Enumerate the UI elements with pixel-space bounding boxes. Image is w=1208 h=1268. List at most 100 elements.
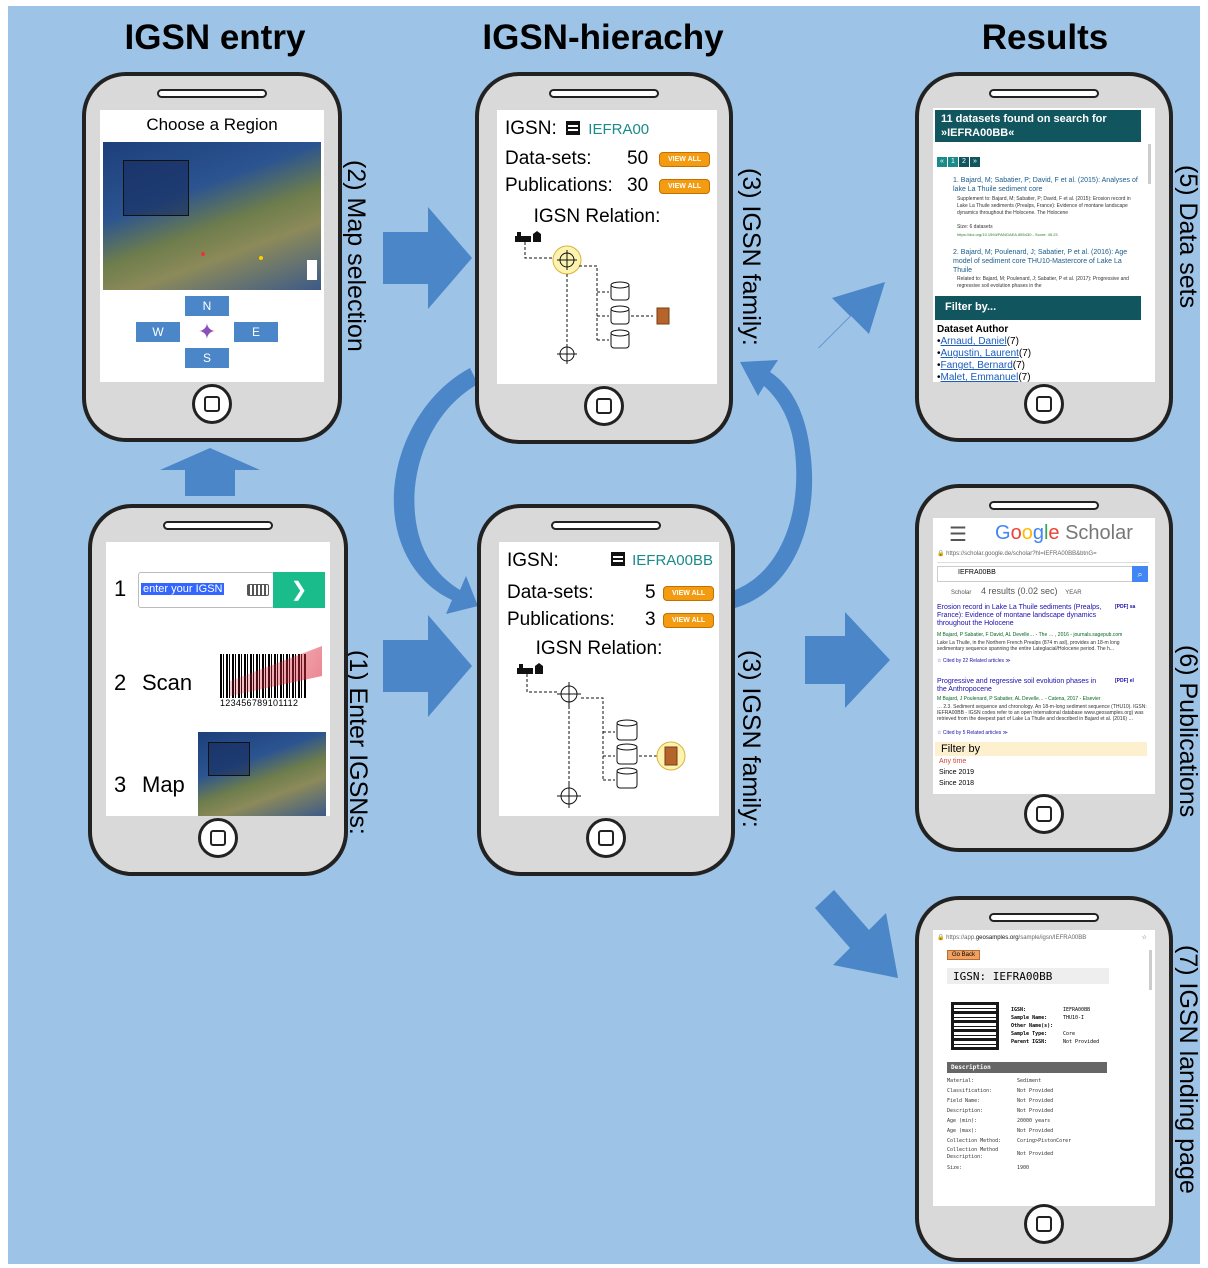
phone-speaker <box>989 913 1099 922</box>
desc-row: Classification:Not Provided <box>947 1086 1147 1096</box>
scrollbar[interactable] <box>1149 950 1152 990</box>
desc-value: Not Provided <box>1017 1088 1054 1094</box>
home-button[interactable] <box>192 384 232 424</box>
page-1[interactable]: 1 <box>948 157 958 167</box>
home-button[interactable] <box>584 386 624 426</box>
author-list: •Arnaud, Daniel(7) •Augustin, Laurent(7)… <box>937 336 1031 382</box>
filter-since-2019[interactable]: Since 2019 <box>939 769 975 776</box>
year-filter[interactable]: YEAR <box>1065 590 1082 596</box>
phone-speaker <box>989 501 1099 510</box>
compass-west-button[interactable]: W <box>136 322 180 342</box>
result-1-cited[interactable]: ☆ Cited by 22 Related articles ≫ <box>937 658 1011 664</box>
datasets-count: 5 <box>645 582 656 603</box>
logo-letter-g: G <box>995 522 1011 544</box>
phone-map-selection: Choose a Region N W ✦ E S <box>82 72 342 442</box>
results-bar: Scholar 4 results (0.02 sec) YEAR <box>937 586 1147 596</box>
relation-tree <box>515 231 670 364</box>
result-2-cited[interactable]: ☆ Cited by 5 Related articles ≫ <box>937 730 1008 736</box>
go-button[interactable]: ❯ <box>273 572 325 608</box>
author-filter-item[interactable]: •Malet, Emmanuel(7) <box>937 372 1031 382</box>
phone-publications: ☰ Google Scholar 🔒 https://scholar.googl… <box>915 484 1173 852</box>
logo-letter-o: o <box>1010 522 1022 544</box>
region-map[interactable] <box>103 142 321 290</box>
scrollbar[interactable] <box>1148 144 1151 184</box>
filter-since-2018[interactable]: Since 2018 <box>939 780 975 787</box>
result-2-snippet: … 2.3. Sediment sequence and chronology.… <box>937 704 1147 722</box>
address-bar[interactable]: 🔒 https://scholar.google.de/scholar?hl=I… <box>937 550 1149 563</box>
author-name[interactable]: Arnaud, Daniel <box>940 336 1007 347</box>
result-2-title[interactable]: Progressive and regressive soil evolutio… <box>937 678 1097 693</box>
barcode-image[interactable]: 123456789101112 <box>220 646 322 708</box>
barcode-digits: 123456789101112 <box>220 698 299 708</box>
result-1-title[interactable]: Erosion record in Lake La Thuile sedimen… <box>937 604 1102 627</box>
core-sections-icon <box>616 719 638 789</box>
option-number-1: 1 <box>114 576 127 601</box>
author-name[interactable]: Augustin, Laurent <box>940 348 1019 359</box>
result-1-supplement: Supplement to: Bajard, M; Sabatier, P; D… <box>957 196 1131 216</box>
bookmark-icon[interactable]: ☆ <box>1141 935 1147 941</box>
map-title: Choose a Region <box>146 115 278 134</box>
author-filter-item[interactable]: •Augustin, Laurent(7) <box>937 348 1032 359</box>
page-prev[interactable]: « <box>937 157 947 167</box>
author-name[interactable]: Fanget, Bernard <box>940 360 1013 371</box>
home-button[interactable] <box>1024 384 1064 424</box>
sample-fields: IGSN:IEFRA00BB Sample Name:THU10-I Other… <box>1011 1006 1141 1046</box>
igsn-value[interactable]: IEFRA00BB <box>632 552 713 569</box>
author-filter-item[interactable]: •Fanget, Bernard(7) <box>937 360 1026 371</box>
datasets-view-all-button[interactable]: VIEW ALL <box>659 152 711 167</box>
page-next[interactable]: » <box>970 157 980 167</box>
menu-icon[interactable]: ☰ <box>949 524 967 546</box>
arrow-curve-up <box>735 360 813 608</box>
igsn-value[interactable]: IEFRA00 <box>588 121 650 138</box>
label-igsn-family-top: (3) IGSN family: <box>737 168 765 346</box>
compass-north-button[interactable]: N <box>185 296 229 316</box>
igsn-row: IGSN: IEFRA00 <box>505 118 649 140</box>
desc-key: Collection Method Description: <box>947 1147 999 1160</box>
subsample-icon <box>664 746 678 766</box>
publications-view-all-button[interactable]: VIEW ALL <box>663 613 715 628</box>
author-count: (7) <box>1018 372 1031 382</box>
result-2-pdf[interactable]: [PDF] el <box>1115 678 1134 684</box>
search-box[interactable]: IEFRA00BB <box>937 566 1133 582</box>
map-selection-rect[interactable] <box>123 160 189 216</box>
home-button[interactable] <box>586 818 626 858</box>
go-back-button[interactable]: Go Back <box>947 950 981 960</box>
result-1-pdf[interactable]: [PDF] sa <box>1115 604 1136 610</box>
home-button[interactable] <box>1024 794 1064 834</box>
phone-hierarchy-bottom: IGSN: IEFRA00BB Data-sets: 5 VIEW ALL Pu… <box>477 504 735 876</box>
lock-icon: 🔒 <box>937 551 945 557</box>
desc-key: Age (min): <box>947 1118 978 1124</box>
desc-row: Collection Method Description:Not Provid… <box>947 1147 1147 1161</box>
description-header: Description <box>947 1062 1107 1073</box>
map-marker <box>259 256 263 260</box>
field-value: Not Provided <box>1063 1039 1100 1045</box>
search-button[interactable]: ⌕ <box>1132 566 1148 582</box>
igsn-input[interactable]: enter your IGSN <box>138 572 274 608</box>
datasets-view-all-button[interactable]: VIEW ALL <box>663 586 715 601</box>
home-button[interactable] <box>198 818 238 858</box>
result-1-doi[interactable]: https://doi.org/10.1594/PANGAEA.855430 -… <box>957 232 1058 237</box>
address-bar[interactable]: 🔒 https://app.geosamples.org/sample/igsn… <box>937 934 1149 946</box>
map-thumbnail[interactable] <box>198 732 326 816</box>
result-1-title[interactable]: 1. Bajard, M; Sabatier, P; David, F et a… <box>953 177 1138 193</box>
phone-screen: 🔒 https://app.geosamples.org/sample/igsn… <box>933 930 1155 1206</box>
page-2[interactable]: 2 <box>959 157 969 167</box>
filter-any-time[interactable]: Any time <box>939 758 967 765</box>
phone-speaker <box>163 521 273 530</box>
author-name[interactable]: Malet, Emmanuel <box>940 372 1019 382</box>
arrow-to-landing <box>815 890 898 978</box>
qr-icon <box>610 552 625 566</box>
author-filter-item[interactable]: •Arnaud, Daniel(7) <box>937 336 1019 347</box>
compass-east-button[interactable]: E <box>234 322 278 342</box>
phone-speaker <box>989 89 1099 98</box>
compass-south-button[interactable]: S <box>185 348 229 368</box>
qr-code <box>951 1002 999 1050</box>
zoom-control[interactable] <box>307 260 317 280</box>
publications-view-all-button[interactable]: VIEW ALL <box>659 179 711 194</box>
desc-row: Age (max):Not Provided <box>947 1126 1147 1136</box>
home-button[interactable] <box>1024 1204 1064 1244</box>
arrow-entry-to-hierarchy <box>383 615 472 717</box>
desc-row: Field Name:Not Provided <box>947 1096 1147 1106</box>
result-2-title[interactable]: 2. Bajard, M; Poulenard, J; Sabatier, P … <box>953 249 1128 274</box>
